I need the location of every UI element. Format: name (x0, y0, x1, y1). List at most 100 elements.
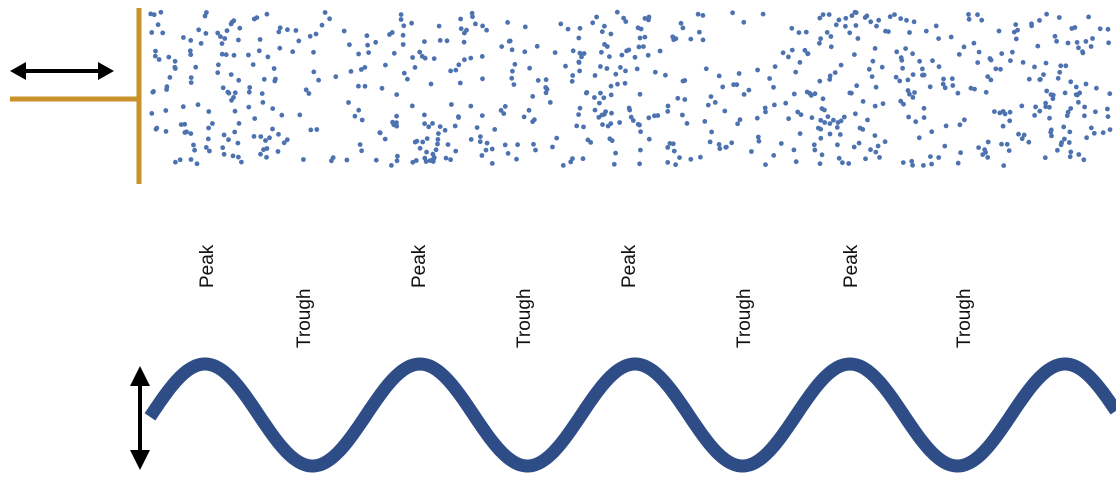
air-particle (422, 155, 428, 161)
air-particle (577, 105, 583, 111)
air-particle (737, 117, 743, 123)
air-particle (565, 26, 571, 32)
air-particle (279, 112, 285, 118)
air-particle (535, 78, 541, 83)
air-particle (860, 126, 866, 132)
air-particle (239, 159, 244, 165)
air-particle (849, 13, 855, 19)
air-particle (791, 147, 797, 153)
air-particle (509, 75, 515, 81)
air-particle (1035, 43, 1041, 49)
air-particle (489, 161, 495, 166)
air-particle (601, 95, 607, 101)
air-particle (929, 161, 934, 167)
air-particle (505, 151, 511, 156)
air-particle (156, 57, 162, 62)
air-particle (843, 23, 848, 29)
air-particle (584, 90, 590, 95)
air-particle (866, 66, 872, 72)
air-particle (608, 92, 614, 98)
air-particle (853, 23, 859, 28)
air-particle (632, 54, 638, 60)
air-particle (187, 48, 193, 54)
air-particle (1016, 131, 1021, 137)
air-particle (957, 122, 963, 128)
air-particle (1050, 92, 1056, 98)
trough-label: Trough (954, 289, 975, 349)
air-particle (410, 55, 415, 60)
air-particle (215, 30, 221, 36)
air-particle (910, 162, 915, 168)
air-particle (1055, 75, 1061, 81)
air-particle (478, 134, 483, 140)
air-particle (657, 48, 663, 54)
air-particle (638, 26, 644, 32)
air-particle (828, 44, 834, 50)
air-particle (453, 67, 459, 73)
air-particle (793, 159, 799, 165)
air-particle (755, 67, 760, 73)
air-particle (853, 111, 858, 117)
air-particle (178, 122, 184, 127)
air-particle (1013, 22, 1019, 27)
air-particle (948, 34, 954, 40)
air-particle (1062, 136, 1067, 142)
air-particle (265, 54, 271, 60)
air-particle (387, 32, 392, 37)
air-particle (798, 112, 804, 118)
air-particle (409, 103, 415, 109)
air-particle (462, 30, 467, 36)
air-particle (837, 132, 843, 137)
air-particle (665, 145, 671, 150)
air-particle (599, 112, 605, 118)
air-particle (613, 150, 618, 156)
air-particle (863, 156, 868, 162)
air-particle (206, 125, 212, 131)
air-particle (394, 92, 400, 97)
air-particle (665, 103, 671, 109)
air-particle (928, 154, 933, 160)
air-particle (453, 148, 459, 154)
air-particle (910, 51, 915, 57)
air-particle (220, 145, 226, 151)
air-particle (950, 83, 956, 88)
air-particle (680, 25, 686, 31)
air-particle (966, 12, 971, 17)
air-particle (1076, 152, 1082, 157)
air-particle (521, 114, 527, 120)
air-particle (906, 114, 911, 120)
air-particle (1000, 123, 1006, 129)
air-particle (373, 39, 379, 45)
air-particle (470, 14, 475, 20)
air-particle (996, 28, 1002, 34)
air-particle (1082, 113, 1087, 119)
air-particle (356, 83, 361, 89)
air-particle (1019, 136, 1025, 142)
air-particle (882, 139, 888, 145)
air-particle (1067, 129, 1073, 135)
air-particle (622, 80, 628, 86)
air-particle (322, 10, 328, 15)
air-particle (1077, 90, 1083, 96)
air-particle (786, 54, 791, 60)
air-particle (604, 44, 610, 49)
air-particle (275, 149, 281, 154)
air-particle (364, 33, 370, 39)
air-particle (671, 37, 677, 43)
air-particle (833, 22, 839, 28)
air-particle (809, 115, 815, 121)
trough-label: Trough (514, 289, 535, 349)
air-particle (675, 95, 681, 101)
air-particle (817, 78, 823, 84)
air-particle (703, 66, 709, 72)
air-particle (772, 102, 777, 108)
air-particle (682, 78, 688, 83)
air-particle (428, 81, 434, 87)
air-particle (697, 29, 702, 35)
air-particle (400, 42, 406, 47)
air-particle (311, 49, 316, 55)
air-particle (172, 66, 178, 71)
air-particle (468, 103, 474, 109)
air-particle (430, 156, 436, 162)
